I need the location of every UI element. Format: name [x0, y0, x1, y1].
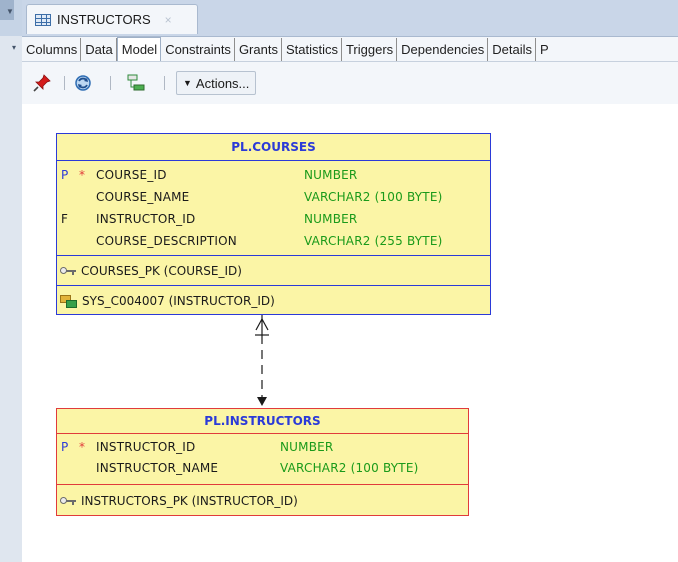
- tab-statistics[interactable]: Statistics: [282, 38, 342, 61]
- actions-label: Actions...: [195, 75, 250, 91]
- tab-dependencies[interactable]: Dependencies: [397, 38, 489, 61]
- column-row[interactable]: COURSE_DESCRIPTION VARCHAR2 (255 BYTE): [57, 234, 490, 254]
- tab-columns[interactable]: Columns: [22, 38, 82, 61]
- column-row[interactable]: COURSE_NAME VARCHAR2 (100 BYTE): [57, 190, 490, 210]
- layout-icon[interactable]: [126, 73, 146, 93]
- refresh-icon[interactable]: [72, 73, 94, 93]
- column-name: COURSE_NAME: [96, 190, 190, 204]
- toolbar-separator: [164, 76, 165, 90]
- chevron-down-icon[interactable]: ▼: [6, 7, 14, 16]
- tab-instructors[interactable]: INSTRUCTORS ×: [26, 4, 198, 34]
- rail-marker-icon: ▾: [12, 43, 17, 52]
- required-marker: *: [79, 440, 86, 454]
- editor-tab-bar: INSTRUCTORS ×: [22, 0, 678, 37]
- primary-key-index[interactable]: COURSES_PK (COURSE_ID): [57, 256, 490, 286]
- key-icon: [60, 496, 77, 506]
- column-name: COURSE_ID: [96, 168, 167, 182]
- foreign-key-marker: F: [61, 212, 69, 226]
- tab-grants[interactable]: Grants: [235, 38, 282, 61]
- foreign-key-constraint[interactable]: SYS_C004007 (INSTRUCTOR_ID): [57, 286, 490, 316]
- required-marker: *: [79, 168, 86, 182]
- primary-key-marker: P: [61, 168, 69, 182]
- table-icon: [35, 13, 51, 26]
- close-icon[interactable]: ×: [164, 12, 172, 27]
- tab-model[interactable]: Model: [116, 37, 162, 61]
- column-type: VARCHAR2 (255 BYTE): [304, 234, 443, 248]
- column-type: VARCHAR2 (100 BYTE): [280, 461, 419, 475]
- primary-key-marker: P: [61, 440, 69, 454]
- tab-constraints[interactable]: Constraints: [161, 38, 235, 61]
- key-icon: [60, 266, 77, 276]
- foreign-key-icon: [60, 294, 78, 308]
- toolbar-separator: [64, 76, 65, 90]
- tab-data[interactable]: Data: [81, 38, 117, 61]
- column-row[interactable]: F INSTRUCTOR_ID NUMBER: [57, 212, 490, 232]
- tab-partitions[interactable]: P: [540, 42, 549, 57]
- entity-title: PL.COURSES: [57, 134, 490, 161]
- index-label: COURSES_PK (COURSE_ID): [81, 263, 242, 278]
- column-type: NUMBER: [280, 440, 334, 454]
- constraint-label: SYS_C004007 (INSTRUCTOR_ID): [82, 294, 275, 308]
- tab-details[interactable]: Details: [488, 38, 537, 61]
- column-list: P * INSTRUCTOR_ID NUMBER INSTRUCTOR_NAME…: [57, 434, 468, 485]
- pin-icon[interactable]: [32, 73, 52, 93]
- tab-title: INSTRUCTORS: [57, 12, 151, 27]
- entity-instructors[interactable]: PL.INSTRUCTORS P * INSTRUCTOR_ID NUMBER …: [56, 408, 469, 516]
- dropdown-caret-icon: ▼: [183, 78, 192, 88]
- toolbar-separator: [110, 76, 111, 90]
- column-row[interactable]: INSTRUCTOR_NAME VARCHAR2 (100 BYTE): [57, 461, 468, 481]
- index-label: INSTRUCTORS_PK (INSTRUCTOR_ID): [81, 493, 298, 508]
- column-type: VARCHAR2 (100 BYTE): [304, 190, 443, 204]
- actions-menu-button[interactable]: ▼ Actions...: [176, 71, 257, 95]
- column-row[interactable]: P * COURSE_ID NUMBER: [57, 168, 490, 188]
- column-name: INSTRUCTOR_ID: [96, 440, 196, 454]
- entity-courses[interactable]: PL.COURSES P * COURSE_ID NUMBER COURSE_N…: [56, 133, 491, 315]
- primary-key-index[interactable]: INSTRUCTORS_PK (INSTRUCTOR_ID): [57, 485, 468, 516]
- column-name: COURSE_DESCRIPTION: [96, 234, 237, 248]
- tab-triggers[interactable]: Triggers: [342, 38, 398, 61]
- column-type: NUMBER: [304, 168, 358, 182]
- rail-collapse-tab[interactable]: [0, 0, 14, 20]
- column-type: NUMBER: [304, 212, 358, 226]
- column-name: INSTRUCTOR_NAME: [96, 461, 219, 475]
- column-list: P * COURSE_ID NUMBER COURSE_NAME VARCHAR…: [57, 161, 490, 256]
- column-name: INSTRUCTOR_ID: [96, 212, 196, 226]
- entity-title: PL.INSTRUCTORS: [57, 409, 468, 434]
- column-row[interactable]: P * INSTRUCTOR_ID NUMBER: [57, 440, 468, 460]
